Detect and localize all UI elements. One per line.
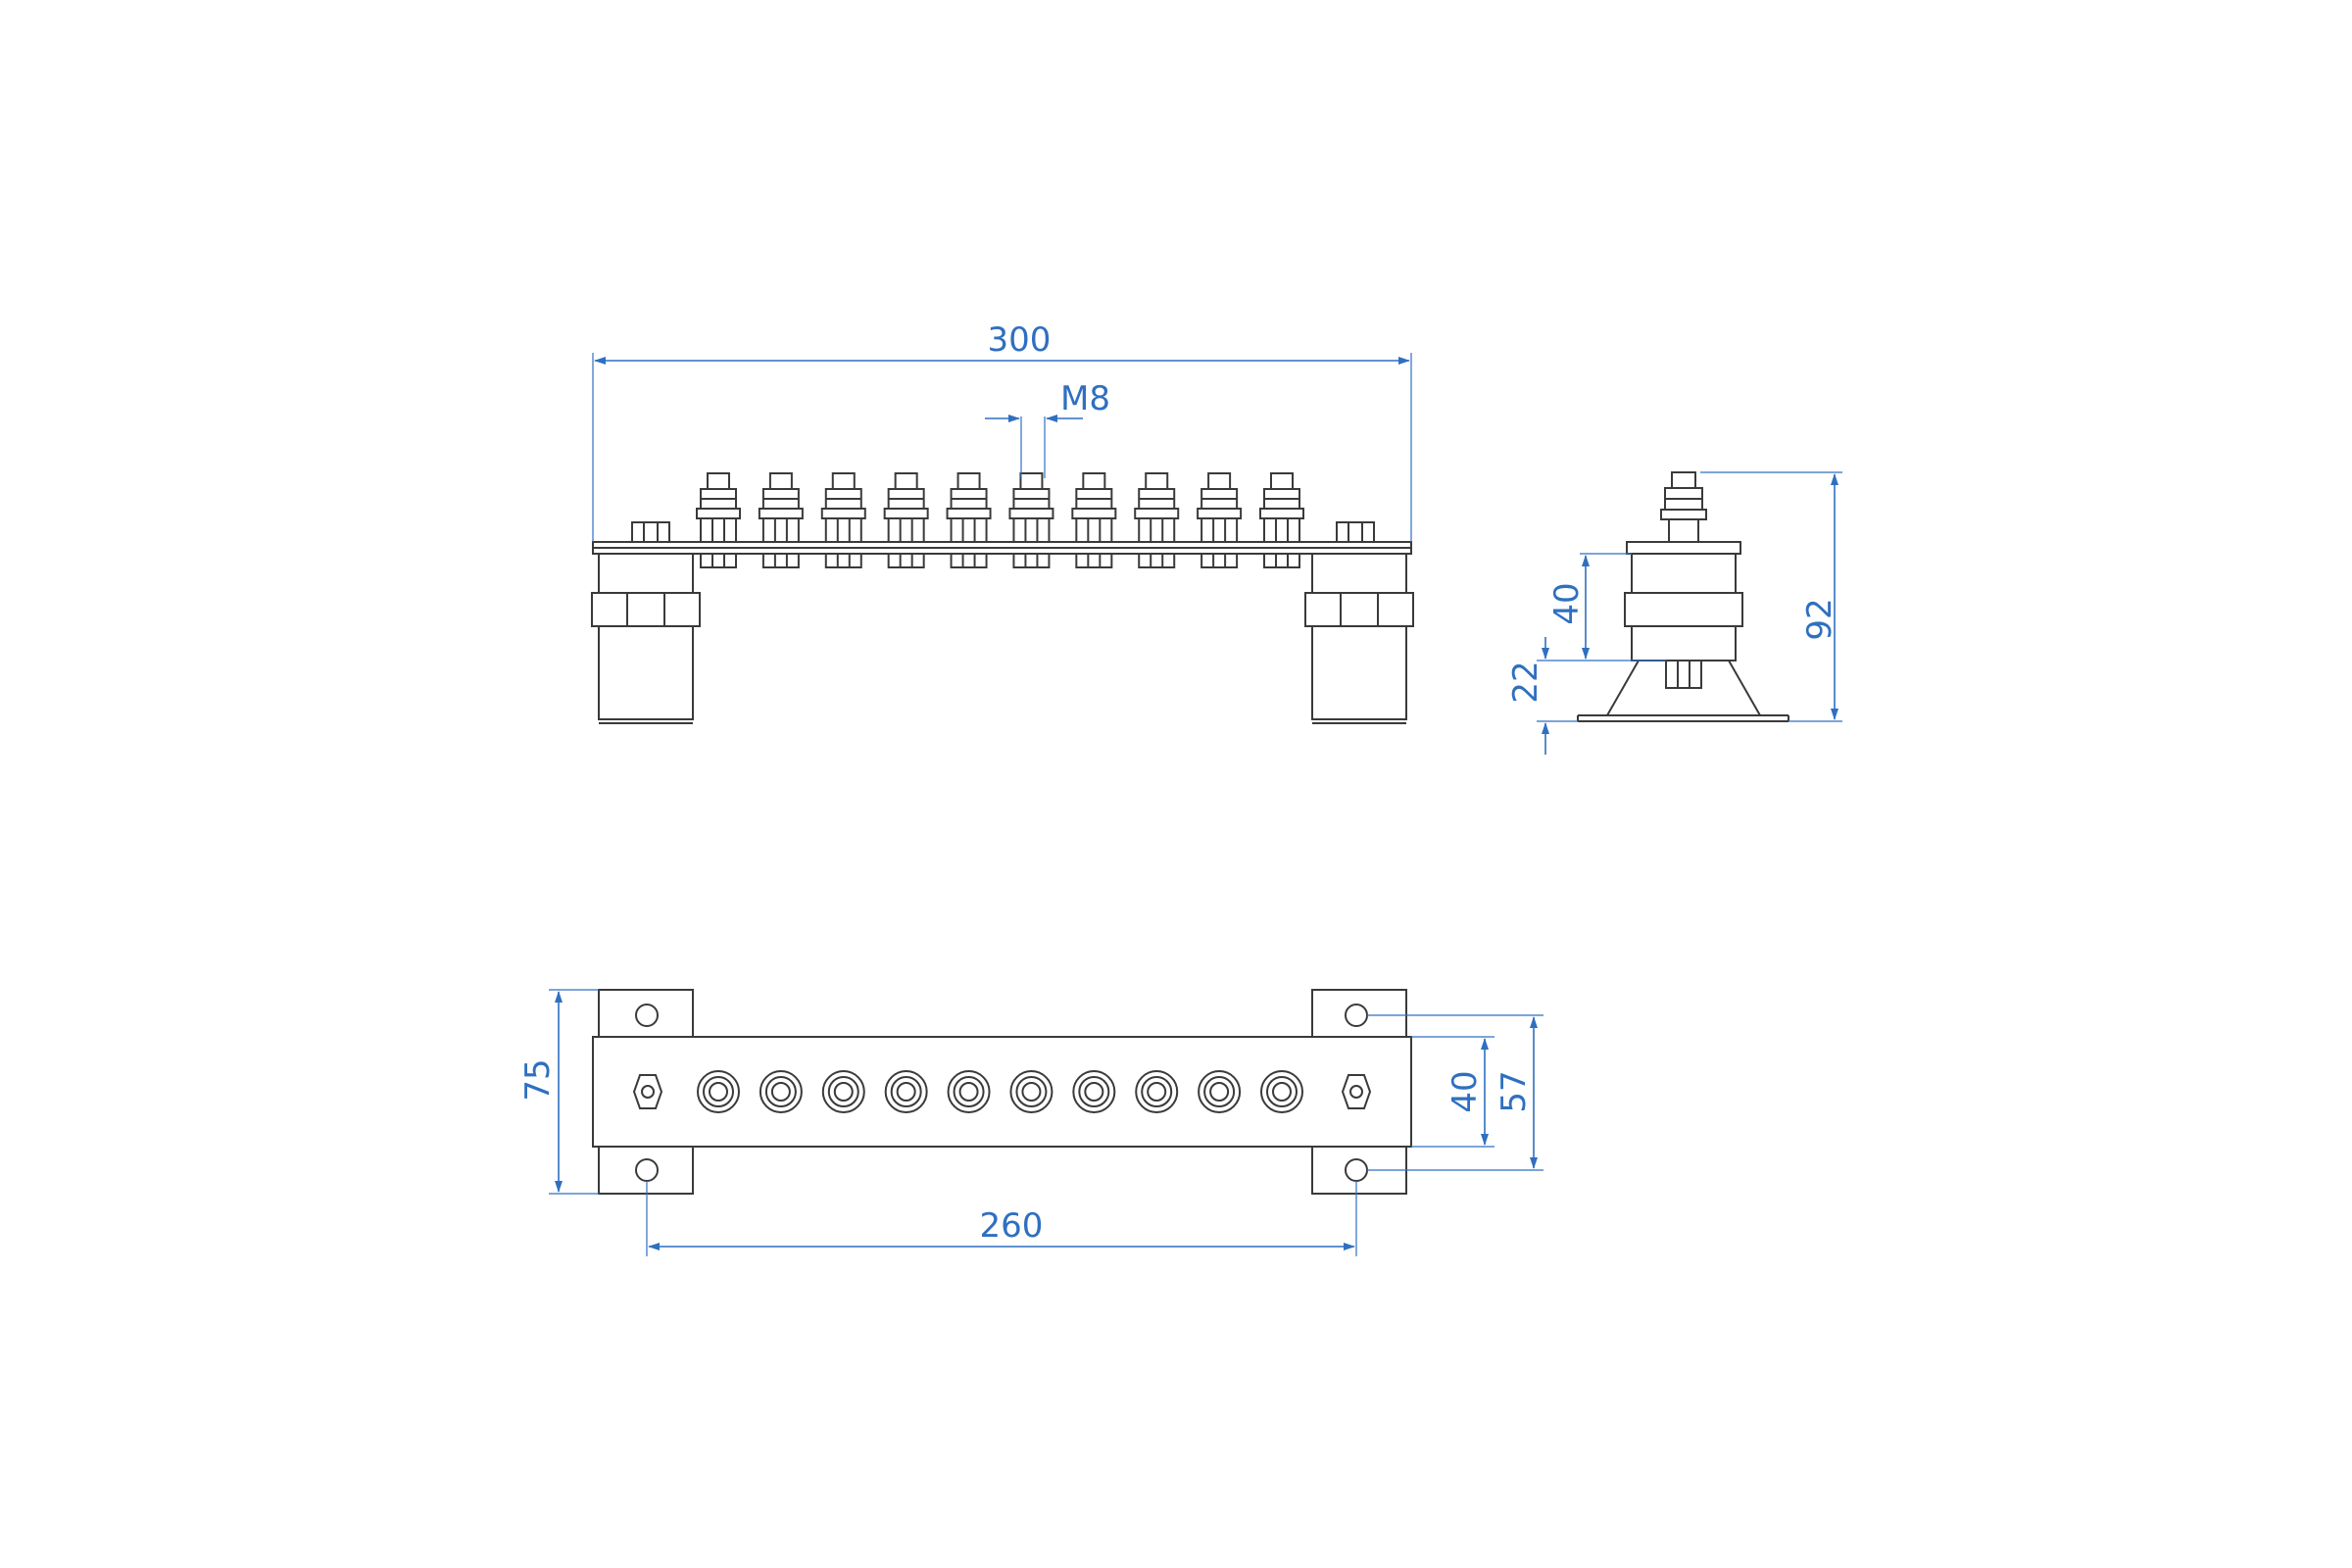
top-foot-left-upper — [598, 989, 694, 1038]
front-terminal — [1008, 472, 1054, 568]
dim-side-total-height: 92 — [1700, 471, 1842, 722]
dim-front-length: 300 — [592, 320, 1412, 542]
top-terminal — [947, 1070, 991, 1113]
side-base-plate — [1577, 714, 1789, 722]
front-right-insulator — [1304, 553, 1414, 724]
front-terminal — [696, 472, 741, 568]
dim-top-depth-label: 75 — [518, 1058, 558, 1101]
top-terminal — [759, 1070, 803, 1113]
front-terminal — [946, 472, 992, 568]
top-right-hex-nut — [1341, 1074, 1372, 1109]
dim-top-bar-width-label: 40 — [1446, 1070, 1485, 1112]
front-left-end-nut — [631, 521, 670, 543]
top-terminal — [1198, 1070, 1242, 1113]
dim-top-mount-spacing-label: 260 — [980, 1206, 1044, 1246]
front-terminal — [820, 472, 866, 568]
dim-side-insulator-height: 40 — [1547, 553, 1666, 662]
top-terminal — [1135, 1070, 1179, 1113]
side-insulator — [1631, 553, 1737, 594]
top-terminal — [884, 1070, 928, 1113]
side-view: 92 40 22 — [1506, 471, 1842, 755]
top-terminal — [1072, 1070, 1116, 1113]
top-terminal — [1009, 1070, 1054, 1113]
dim-front-length-label: 300 — [988, 320, 1052, 360]
dim-side-base-height: 22 — [1506, 637, 1580, 755]
front-terminal — [1071, 472, 1117, 568]
dim-top-outer-width: 57 — [1367, 1014, 1544, 1171]
top-terminals — [697, 1070, 1303, 1113]
dim-top-bar-width: 40 — [1411, 1036, 1494, 1148]
top-left-hex-nut — [632, 1074, 663, 1109]
front-right-end-nut — [1336, 521, 1375, 543]
top-foot-right-upper — [1311, 989, 1407, 1038]
front-terminal — [883, 472, 929, 568]
front-terminal — [1197, 472, 1243, 568]
dim-top-mount-spacing: 260 — [646, 1181, 1357, 1256]
top-terminal — [821, 1070, 865, 1113]
top-busbar — [592, 1036, 1412, 1148]
front-terminal — [1259, 472, 1304, 568]
dim-thread-label: M8 — [1060, 379, 1110, 418]
dim-thread: M8 — [985, 379, 1110, 478]
top-terminal — [697, 1070, 740, 1113]
dim-side-insulator-height-label: 40 — [1547, 582, 1587, 624]
dim-top-outer-width-label: 57 — [1494, 1070, 1534, 1112]
front-left-insulator — [591, 553, 701, 724]
side-busbar — [1626, 541, 1741, 555]
dim-top-depth: 75 — [518, 989, 599, 1195]
front-terminals — [696, 472, 1304, 568]
front-view: 300 M8 — [591, 320, 1414, 724]
dim-side-base-height-label: 22 — [1506, 661, 1545, 703]
front-terminal — [1134, 472, 1180, 568]
front-terminal — [758, 472, 804, 568]
top-foot-left-lower — [598, 1146, 694, 1195]
top-view: 75 260 40 57 — [518, 989, 1544, 1256]
top-terminal — [1260, 1070, 1303, 1113]
dim-side-total-height-label: 92 — [1800, 598, 1839, 640]
